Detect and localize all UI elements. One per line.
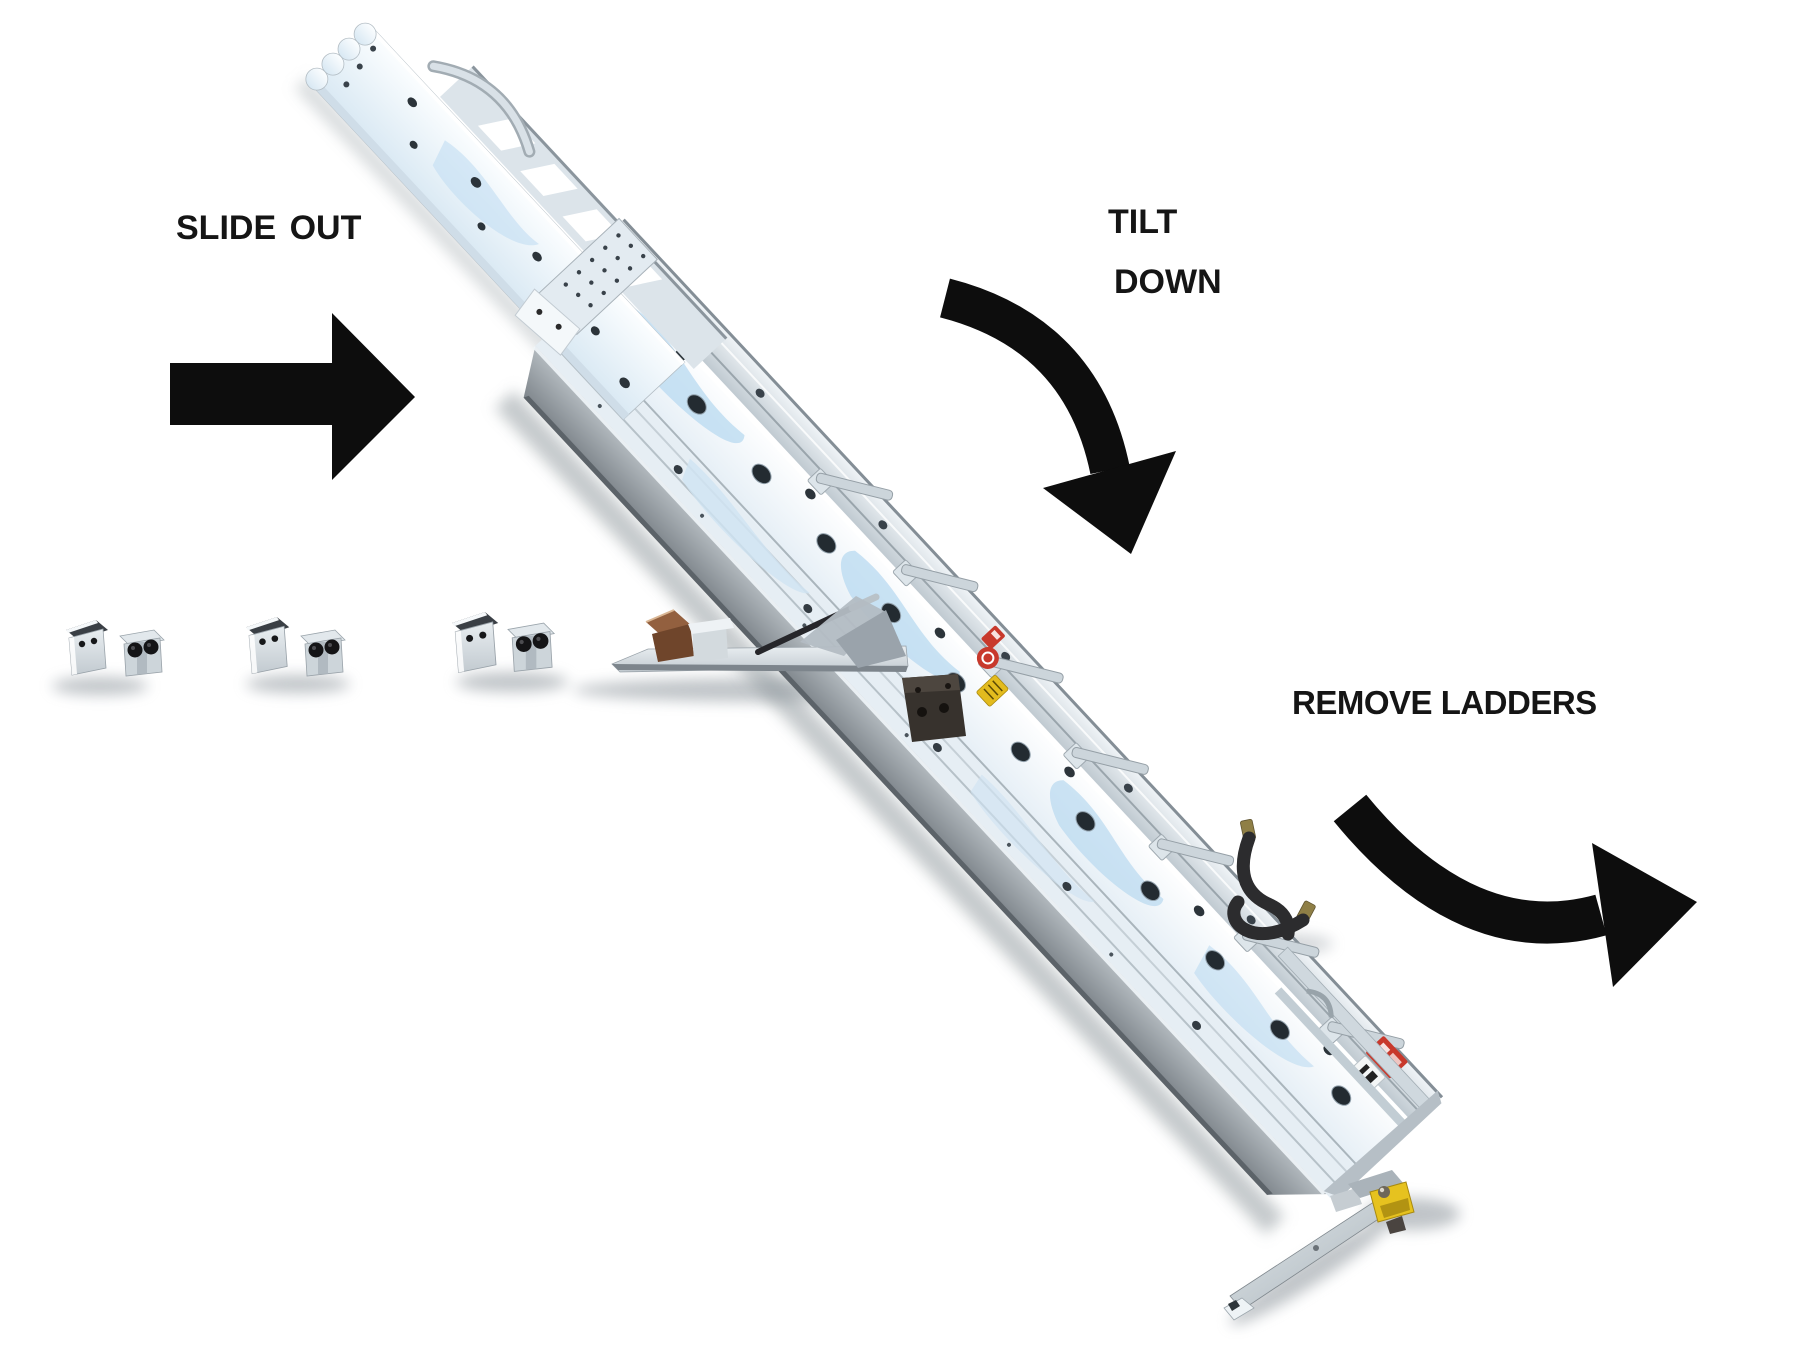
hitch-block [902, 674, 966, 742]
tilt-down-arrow-icon [939, 278, 1176, 554]
mounting-clamps [65, 611, 555, 677]
clamp-icon [119, 629, 165, 677]
clamp-icon [65, 619, 109, 676]
extension-beam [305, 22, 728, 421]
wood-block [646, 610, 692, 638]
clamp-icon [245, 616, 290, 675]
slide-out-label: SLIDE OUT [176, 209, 362, 247]
tilt-label: TILT [1108, 203, 1178, 241]
warning-stickers [976, 625, 1009, 707]
clamp-icon [300, 629, 346, 677]
rubber-hooks [1227, 818, 1316, 941]
remove-ladders-label: REMOVE LADDERS [1292, 684, 1597, 721]
clamp-icon [451, 611, 499, 674]
down-label: DOWN [1114, 263, 1222, 301]
release-arm [1223, 1170, 1415, 1321]
clamp-icon [507, 622, 555, 672]
pivot-base [611, 593, 966, 742]
remove-ladders-arrow-icon [1333, 794, 1697, 987]
slide-out-arrow-icon [170, 313, 415, 480]
ladder-rack-photo [295, 22, 1444, 1235]
yellow-latch [1369, 1181, 1415, 1234]
